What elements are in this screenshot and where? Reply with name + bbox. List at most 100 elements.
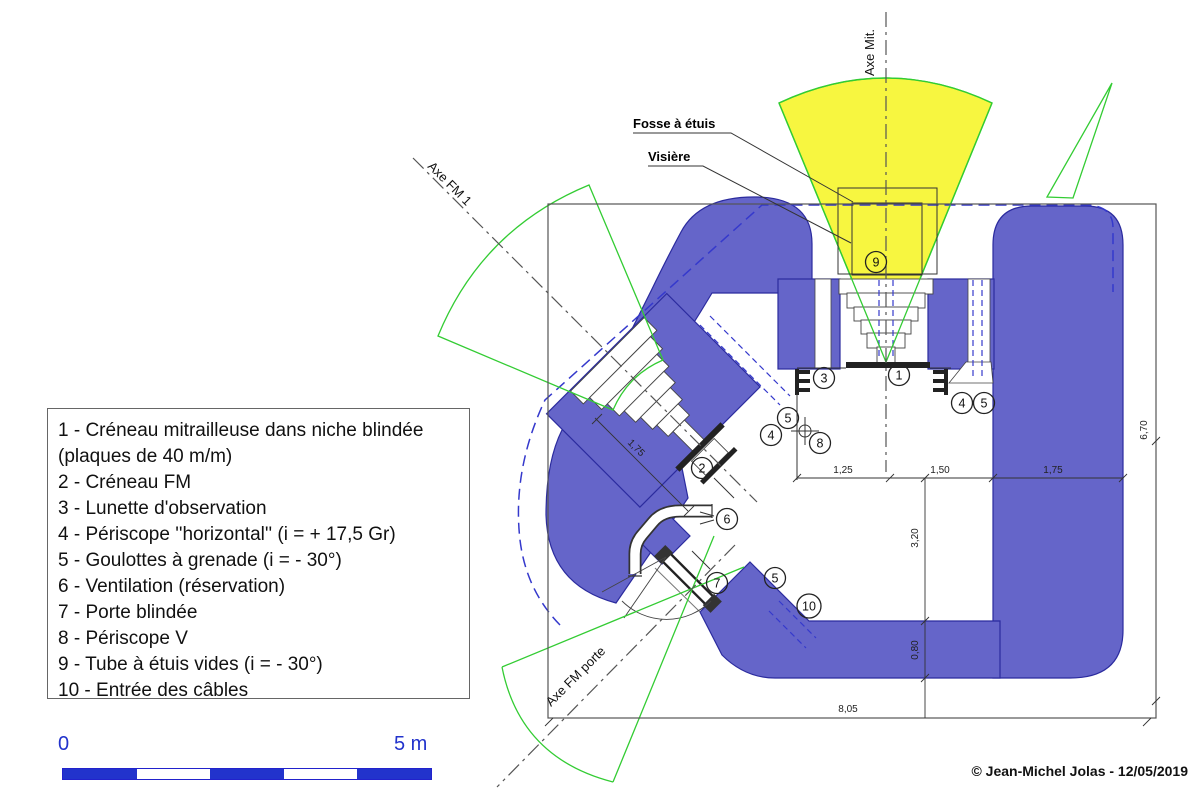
callout-4-left: 4 — [759, 423, 783, 447]
axis-lines — [412, 12, 887, 788]
periscope-v-symbol — [791, 417, 819, 445]
axe-fm1-label: Axe FM 1 — [425, 159, 475, 209]
callout-4-left-num: 4 — [768, 429, 775, 443]
callout-5-left: 5 — [776, 406, 800, 430]
door-leader — [691, 550, 711, 570]
callout-4-right-num: 4 — [959, 397, 966, 411]
axe-mit-label: Axe Mit. — [862, 29, 877, 76]
cable-entry-dashed — [768, 600, 817, 649]
callout-3-num: 3 — [821, 372, 828, 386]
legend-item-10: 10 - Entrée des câbles — [58, 680, 249, 701]
scale-five-label: 5 m — [394, 733, 428, 755]
vent-leader — [699, 511, 715, 525]
callout-5-right-num: 5 — [981, 397, 988, 411]
callout-10-num: 10 — [802, 600, 816, 614]
callout-10: 10 — [796, 593, 822, 619]
visiere-label: Visière — [648, 149, 690, 164]
fm1-sector — [437, 184, 664, 411]
callout-5-door-num: 5 — [772, 572, 779, 586]
callout-1-num: 1 — [896, 369, 903, 383]
callout-5-left-num: 5 — [785, 412, 792, 426]
legend-item-4: 4 - Périscope ''horizontal'' (i = + 17,5… — [58, 524, 396, 545]
dim-0-80: 0,80 — [910, 640, 921, 660]
legend-item-6: 6 - Ventilation (réservation) — [58, 576, 286, 597]
axe-fm-porte-label: Axe FM porte — [543, 643, 609, 709]
scale-segment — [63, 769, 137, 779]
dim-6-70: 6,70 — [1139, 420, 1150, 440]
callout-6: 6 — [715, 507, 739, 531]
visiere-rect — [851, 202, 923, 276]
chute-right-dashed — [972, 280, 983, 378]
callout-9: 9 — [864, 250, 888, 274]
drawing-frame — [547, 203, 1157, 719]
scale-segment — [283, 769, 358, 779]
callout-7: 7 — [705, 571, 729, 595]
callout-4-right: 4 — [950, 391, 974, 415]
grenade-outlet — [948, 361, 994, 384]
dim-8-05: 8,05 — [838, 704, 858, 715]
door-swing-arc — [621, 600, 712, 620]
axis-fm1-line — [412, 157, 758, 503]
scale-segment — [136, 769, 211, 779]
plate-mount-left — [795, 369, 810, 395]
leader-lines — [633, 132, 854, 570]
legend-item-9: 9 - Tube à étuis vides (i = - 30°) — [58, 654, 323, 675]
fosse-visiere-rects — [837, 187, 938, 276]
callout-9-num: 9 — [873, 256, 880, 270]
armoured-door — [601, 544, 722, 620]
hidden-roof-edge — [517, 204, 1114, 649]
fosse-label: Fosse à étuis — [633, 116, 715, 131]
wall-bottom — [699, 561, 1001, 679]
scale-bar-segments — [62, 768, 432, 780]
door-recess-line — [654, 567, 701, 613]
door-hinge — [653, 544, 674, 565]
callout-markers: 1 2 3 4 5 4 5 5 — [690, 250, 996, 619]
legend-item-1: 1 - Créneau mitrailleuse dans niche blin… — [58, 420, 424, 467]
scale-zero-label: 0 — [58, 733, 70, 755]
visiere-leader — [648, 165, 852, 244]
plate-mount-right — [933, 369, 948, 395]
callout-6-num: 6 — [724, 513, 731, 527]
callout-2: 2 — [690, 456, 714, 480]
scale-labels: 0 5 m — [56, 733, 446, 759]
callout-3: 3 — [812, 366, 836, 390]
legend-item-7: 7 - Porte blindée — [58, 602, 198, 623]
door-open-position — [601, 556, 667, 619]
scale-segment — [210, 769, 284, 779]
grenade-slot-right — [967, 278, 991, 369]
openings — [569, 278, 994, 476]
axis-fm-porte-line — [496, 544, 736, 788]
copyright-notice: © Jean-Michel Jolas - 12/05/2019 — [971, 763, 1188, 779]
dim-1-75-right: 1,75 — [1043, 465, 1063, 476]
legend-item-8: 8 - Périscope V — [58, 628, 188, 649]
legend-item-2: 2 - Créneau FM — [58, 472, 192, 493]
grenade-slot-left — [814, 278, 832, 369]
fm-embrasure-steps — [569, 316, 729, 476]
fosse-leader — [633, 132, 854, 203]
dim-1-50: 1,50 — [930, 465, 950, 476]
corner-sector-sliver — [1045, 82, 1113, 199]
door-latch-block — [702, 593, 722, 613]
door-fm-sector — [501, 535, 745, 783]
fosse-rect — [837, 187, 938, 275]
dim-1-25: 1,25 — [833, 465, 853, 476]
callout-7-num: 7 — [714, 577, 721, 591]
dimension-lines — [544, 413, 1161, 727]
fm-leader — [713, 477, 735, 499]
dim-3-20: 3,20 — [910, 528, 921, 548]
legend: 1 - Créneau mitrailleuse dans niche blin… — [47, 408, 470, 701]
callout-1: 1 — [887, 363, 911, 387]
scale-bar: 0 5 m — [56, 733, 446, 780]
callout-8: 8 — [808, 431, 832, 455]
etui-tube-dashed — [878, 280, 894, 360]
legend-item-5: 5 - Goulottes à grenade (i = - 30°) — [58, 550, 342, 571]
callout-8-num: 8 — [817, 437, 824, 451]
callout-2-num: 2 — [699, 462, 706, 476]
legend-item-3: 3 - Lunette d'observation — [58, 498, 267, 519]
scale-segment — [357, 769, 431, 779]
callout-5-door: 5 — [763, 566, 787, 590]
callout-5-right: 5 — [972, 391, 996, 415]
mg-armour-plate — [846, 362, 930, 368]
